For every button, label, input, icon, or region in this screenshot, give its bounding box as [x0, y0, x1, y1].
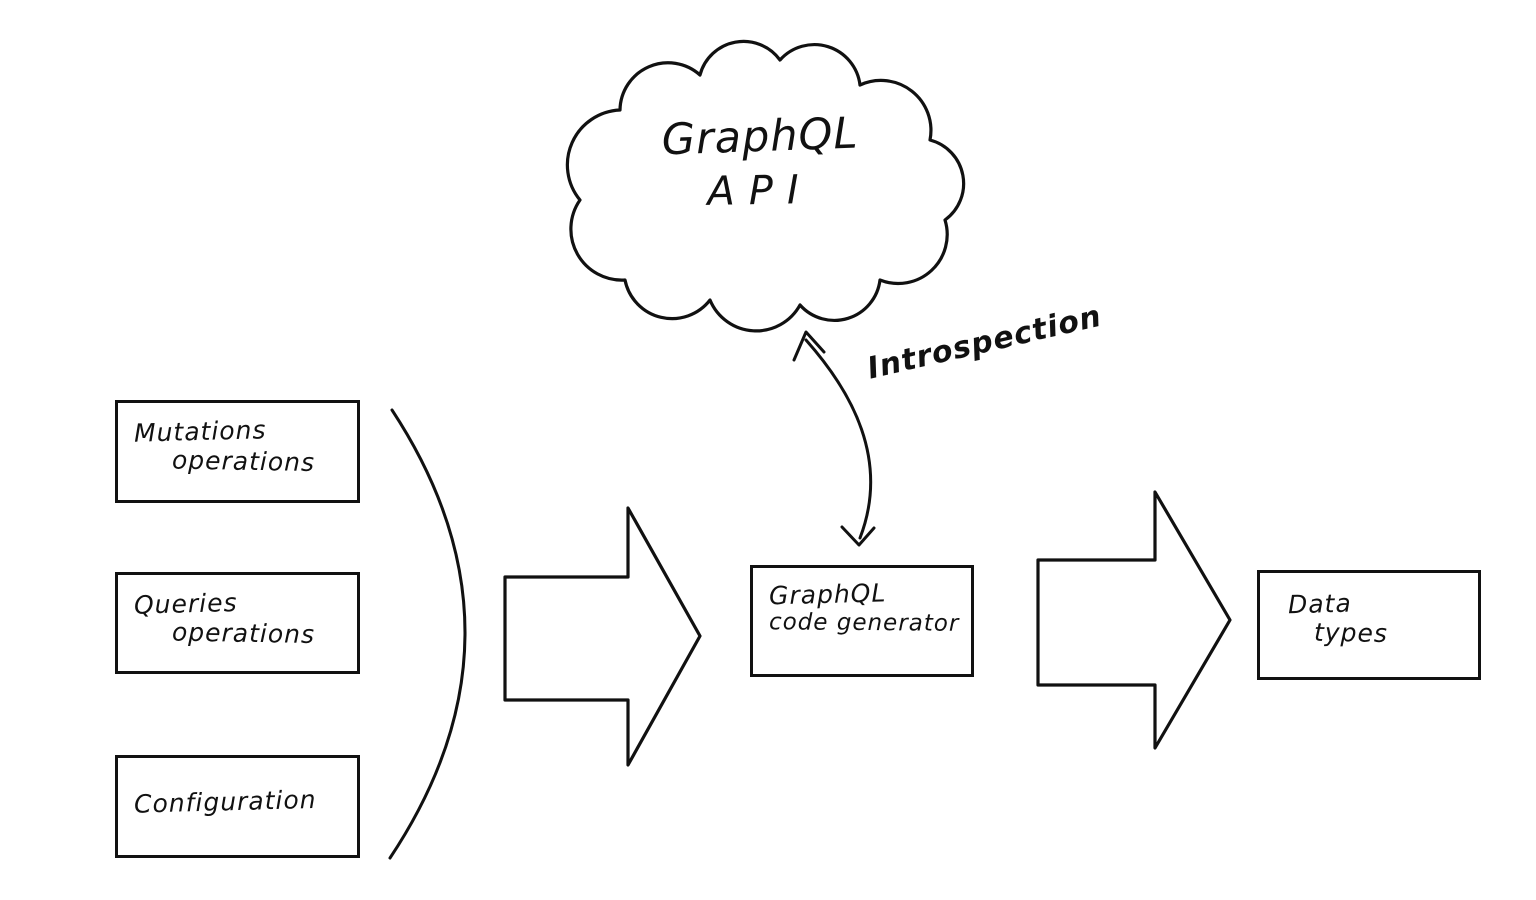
- cloud-label-line1: GraphQL: [660, 108, 860, 166]
- node-data-types-line2: types: [1313, 617, 1389, 649]
- introspection-arrowhead-down-icon: [840, 525, 876, 547]
- node-data-types: Data types: [1257, 570, 1481, 680]
- node-queries-line2: operations: [171, 617, 316, 650]
- cloud-label: GraphQL API: [600, 109, 920, 215]
- node-generator-line1: GraphQL: [768, 578, 887, 611]
- introspection-arrowhead-up-icon: [792, 330, 826, 362]
- grouping-arc: [388, 408, 467, 860]
- cloud-label-line2: API: [706, 167, 814, 215]
- node-data-types-line1: Data: [1287, 588, 1353, 620]
- introspection-arrow-curve: [804, 338, 873, 540]
- node-queries-line1: Queries: [133, 588, 238, 620]
- block-arrow-left: [503, 506, 702, 767]
- node-queries-operations: Queries operations: [115, 572, 360, 674]
- node-configuration: Configuration: [115, 755, 360, 858]
- node-mutations-operations: Mutations operations: [115, 400, 360, 503]
- block-arrow-right: [1036, 490, 1232, 750]
- node-graphql-code-generator: GraphQL code generator: [750, 565, 974, 677]
- node-generator-line2: code generator: [768, 609, 960, 638]
- node-configuration-line1: Configuration: [133, 784, 317, 819]
- node-mutations-line2: operations: [171, 445, 316, 478]
- cloud-shape: [565, 39, 966, 333]
- node-mutations-line1: Mutations: [133, 415, 267, 448]
